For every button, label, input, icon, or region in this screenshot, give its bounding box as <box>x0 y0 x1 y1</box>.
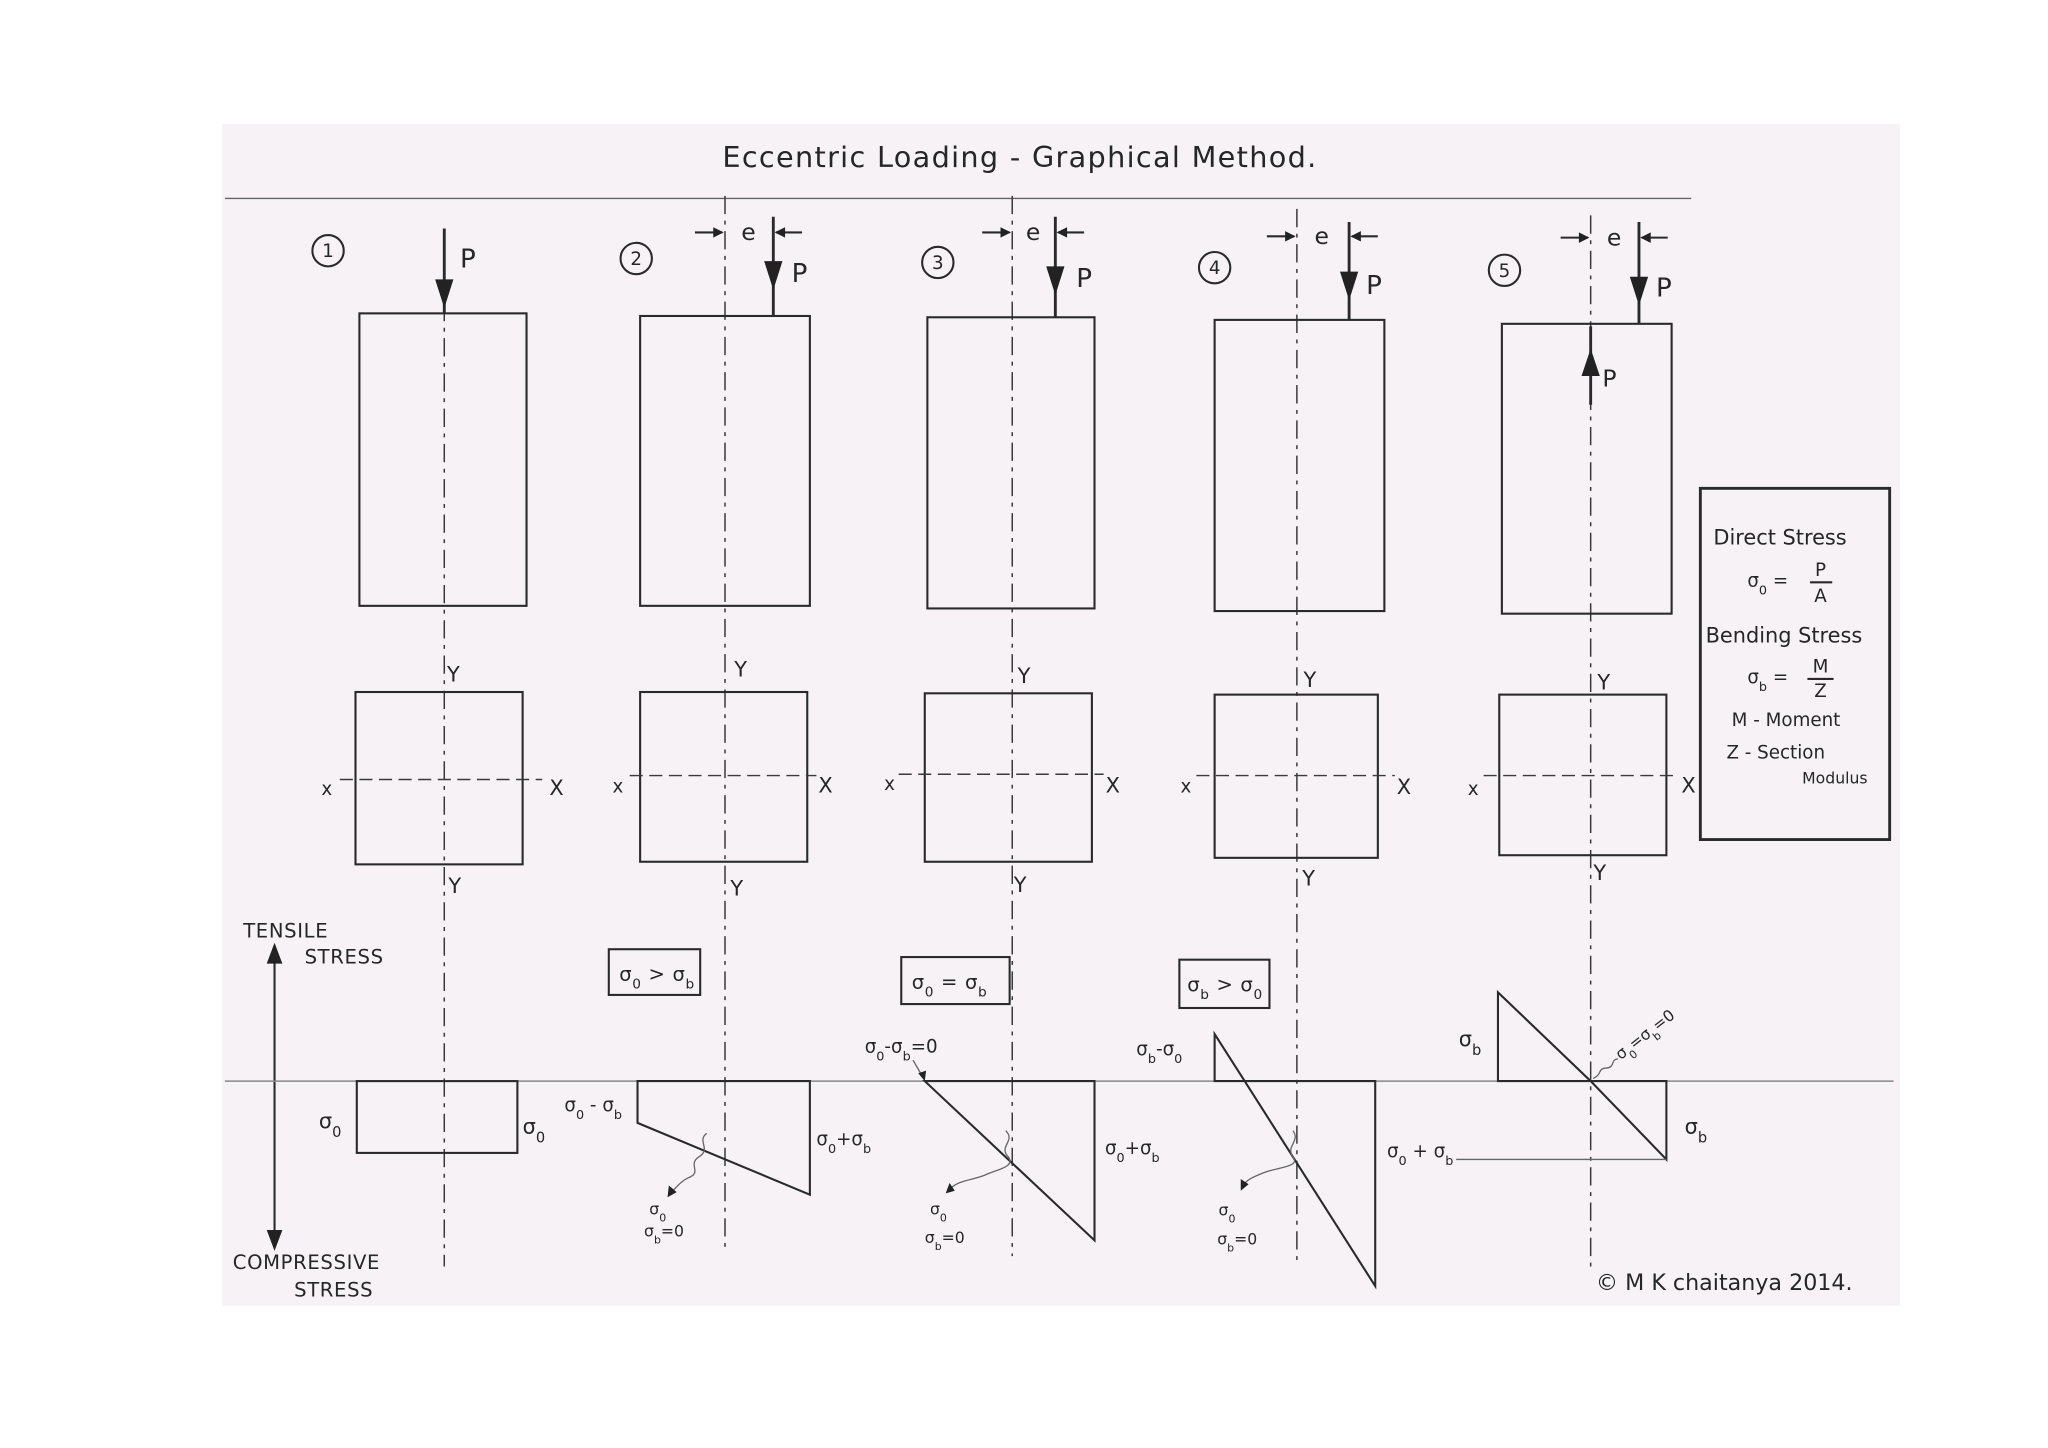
svg-text:2: 2 <box>630 249 642 270</box>
svg-text:P: P <box>1602 364 1616 392</box>
column-elevation-1 <box>358 312 528 607</box>
case-number-4: 4 <box>1197 250 1232 285</box>
copyright-note: © M K chaitanya 2014. <box>1596 1270 1853 1296</box>
legend-direct-stress: Direct Stress <box>1713 525 1846 549</box>
column-elevation-3 <box>926 316 1096 610</box>
stress-diagram-3: σ0 = σb σ0-σb=0 σ0+σb σ0 σb=0 <box>865 956 1160 1253</box>
svg-text:Y: Y <box>1596 670 1610 694</box>
eccentricity-dimension-4: e <box>1266 222 1378 250</box>
legend-direct-denominator: A <box>1814 586 1827 607</box>
svg-text:X: X <box>1106 774 1120 798</box>
paper-sheet <box>222 124 1901 1306</box>
condition-box-4 <box>1178 958 1271 1010</box>
load-arrow-4: P <box>1339 221 1382 320</box>
svg-text:P: P <box>460 245 476 275</box>
compressive-label: COMPRESSIVE <box>233 1251 380 1274</box>
condition-box-3 <box>900 956 1011 1006</box>
svg-text:x: x <box>321 779 332 800</box>
column-elevation-2 <box>639 314 811 607</box>
case-number-5: 5 <box>1487 253 1522 287</box>
svg-text:x: x <box>1468 779 1479 800</box>
compressive-stress-label: STRESS <box>294 1279 373 1302</box>
svg-text:X: X <box>1397 775 1411 799</box>
cross-section-1: Y Y x X <box>321 663 563 899</box>
load-arrow-5: P <box>1629 221 1672 324</box>
stress-axis: TENSILE STRESS COMPRESSIVE STRESS <box>233 919 384 1302</box>
tensile-stress-label: STRESS <box>305 946 384 969</box>
case-number-2: 2 <box>619 241 653 276</box>
svg-text:e: e <box>741 218 755 246</box>
eccentricity-dimension-5: e <box>1560 223 1668 251</box>
legend-box: Direct Stress σ0 = P A Bending Stress σb… <box>1698 486 1892 841</box>
svg-text:Y: Y <box>1303 668 1317 692</box>
svg-text:Y: Y <box>729 877 743 901</box>
stress-diagram-1: σ0 σ0 <box>319 1080 545 1154</box>
svg-text:e: e <box>1607 223 1621 251</box>
case-number-1: 1 <box>311 233 345 268</box>
page-title: Eccentric Loading - Graphical Method. <box>722 140 1317 174</box>
legend-bending-denominator: Z <box>1814 681 1827 702</box>
svg-text:Y: Y <box>1013 873 1027 897</box>
svg-text:Y: Y <box>1017 664 1031 688</box>
svg-text:1: 1 <box>322 241 334 262</box>
svg-text:x: x <box>1180 777 1191 798</box>
svg-text:x: x <box>613 777 624 798</box>
svg-text:x: x <box>884 774 895 795</box>
svg-text:e: e <box>1314 222 1328 250</box>
svg-text:P: P <box>1366 271 1382 301</box>
legend-section: Z - Section <box>1726 743 1825 764</box>
svg-text:4: 4 <box>1209 258 1221 279</box>
column-elevation-5 <box>1500 322 1673 615</box>
load-arrow-2: P <box>764 216 808 316</box>
load-arrow-1: P <box>435 228 476 314</box>
svg-text:P: P <box>1656 273 1672 303</box>
tensile-label: TENSILE <box>242 919 328 942</box>
svg-text:Y: Y <box>447 874 461 898</box>
case-number-3: 3 <box>921 245 955 280</box>
svg-text:X: X <box>818 774 832 798</box>
svg-text:Y: Y <box>1301 866 1315 890</box>
svg-text:P: P <box>792 259 808 289</box>
svg-text:3: 3 <box>932 253 944 274</box>
svg-text:Y: Y <box>1592 861 1606 885</box>
legend-direct-numerator: P <box>1815 560 1826 581</box>
column-elevation-4 <box>1213 318 1386 613</box>
svg-text:P: P <box>1076 264 1092 294</box>
legend-bending-stress: Bending Stress <box>1706 623 1863 647</box>
svg-text:X: X <box>1681 774 1695 798</box>
cross-section-5: Y Y x X <box>1468 670 1696 885</box>
cross-section-2: Y Y x X <box>613 657 833 900</box>
svg-text:X: X <box>549 776 563 800</box>
cross-section-3: Y Y x X <box>884 664 1120 897</box>
cross-section-4: Y Y x X <box>1180 668 1411 890</box>
legend-modulus: Modulus <box>1802 768 1867 787</box>
load-arrow-3: P <box>1046 216 1092 318</box>
reaction-arrow-5: P <box>1581 326 1617 405</box>
svg-text:Y: Y <box>733 657 747 681</box>
svg-text:5: 5 <box>1499 261 1511 282</box>
legend-bending-numerator: M <box>1813 656 1829 677</box>
condition-box-2 <box>607 948 702 996</box>
eccentricity-dimension-2: e <box>694 218 803 246</box>
svg-text:e: e <box>1026 218 1040 246</box>
eccentricity-dimension-3: e <box>982 218 1085 246</box>
legend-moment: M - Moment <box>1732 710 1841 731</box>
svg-text:Y: Y <box>446 663 460 687</box>
